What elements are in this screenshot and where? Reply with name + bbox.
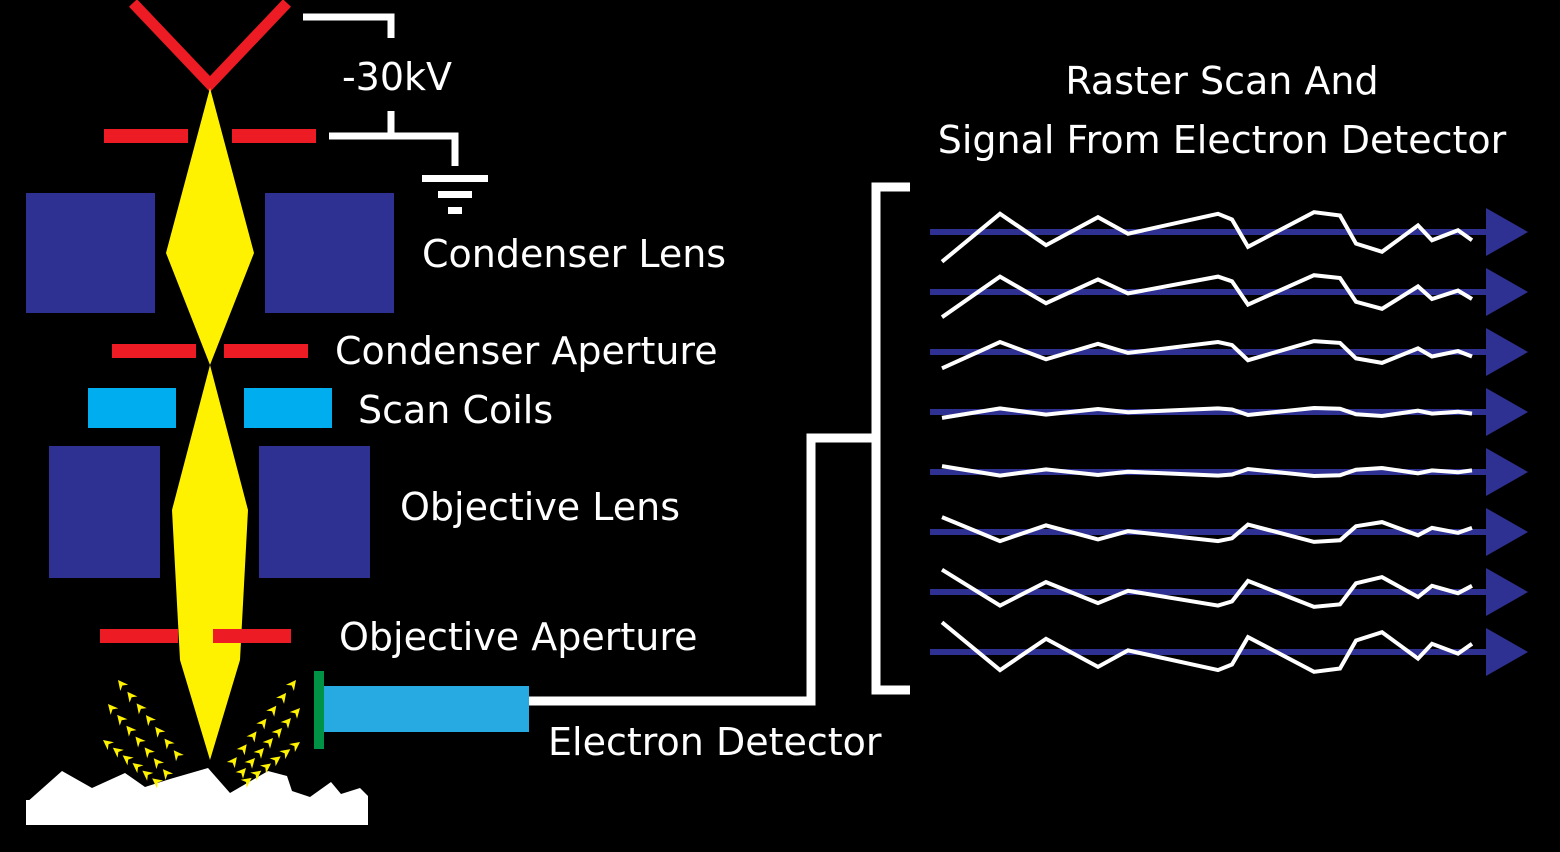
electron-arrow-icon bbox=[164, 738, 175, 750]
electron-arrow-icon bbox=[244, 758, 255, 769]
electron-arrow-icon bbox=[285, 680, 296, 691]
detector-signal-trace bbox=[940, 210, 1474, 264]
scan-coil-right bbox=[244, 388, 332, 428]
electron-arrow-icon bbox=[132, 763, 144, 774]
scan-arrow-icon bbox=[1486, 448, 1528, 496]
electron-arrow-icon bbox=[276, 692, 287, 704]
electron-gun-filament bbox=[129, 0, 291, 92]
condenser-lens-label: Condenser Lens bbox=[422, 232, 726, 276]
electron-arrow-icon bbox=[266, 705, 277, 717]
specimen-base bbox=[26, 800, 368, 825]
detector-face bbox=[314, 671, 324, 749]
anode-plate-right bbox=[232, 129, 316, 143]
electron-arrow-icon bbox=[271, 728, 282, 739]
voltage-wire-bottom bbox=[329, 132, 459, 166]
detector-signal-trace bbox=[941, 339, 1473, 371]
electron-arrow-icon bbox=[155, 726, 166, 738]
electron-arrow-icon bbox=[235, 768, 246, 779]
scan-arrow-icon bbox=[1486, 268, 1528, 316]
electron-arrow-icon bbox=[259, 763, 271, 774]
scattered-electrons bbox=[103, 680, 300, 789]
detector-signal-trace bbox=[940, 567, 1473, 609]
electron-arrow-icon bbox=[145, 715, 156, 727]
electron-arrow-icon bbox=[152, 778, 164, 789]
electron-arrow-icon bbox=[136, 703, 147, 715]
electron-arrow-icon bbox=[142, 770, 154, 781]
electron-arrow-icon bbox=[117, 714, 128, 726]
electron-arrow-icon bbox=[279, 749, 291, 760]
objective-lens-label: Objective Lens bbox=[400, 485, 680, 529]
raster-title-line1: Raster Scan And bbox=[1065, 59, 1378, 103]
electron-arrow-icon bbox=[236, 744, 247, 756]
objective-lens-right bbox=[259, 446, 370, 578]
electron-arrow-icon bbox=[126, 725, 137, 737]
electron-arrow-icon bbox=[256, 718, 267, 730]
detector-body bbox=[324, 686, 529, 732]
electron-beam-lower bbox=[172, 365, 248, 760]
condenser-aperture-right bbox=[224, 344, 308, 358]
electron-arrow-icon bbox=[262, 738, 273, 749]
electron-arrow-icon bbox=[250, 770, 262, 781]
condenser-lens-right bbox=[265, 193, 394, 313]
scan-arrow-icon bbox=[1486, 628, 1528, 676]
voltage-label: -30kV bbox=[342, 55, 452, 99]
electron-arrow-icon bbox=[127, 691, 138, 703]
electron-arrow-icon bbox=[135, 736, 146, 748]
electron-arrow-icon bbox=[289, 708, 300, 719]
electron-arrow-icon bbox=[269, 756, 281, 767]
condenser-aperture-left bbox=[112, 344, 196, 358]
objective-aperture-label: Objective Aperture bbox=[339, 615, 698, 659]
electron-arrow-icon bbox=[280, 718, 291, 729]
electron-beam-upper bbox=[166, 88, 254, 365]
condenser-aperture-label: Condenser Aperture bbox=[335, 329, 718, 373]
scan-arrow-icon bbox=[1486, 508, 1528, 556]
scan-arrow-icon bbox=[1486, 388, 1528, 436]
electron-detector-label: Electron Detector bbox=[548, 720, 882, 764]
ground-icon bbox=[422, 175, 488, 214]
scan-arrow-icon bbox=[1486, 208, 1528, 256]
objective-aperture-left bbox=[100, 629, 178, 643]
detector-signal-trace bbox=[941, 464, 1473, 479]
electron-arrow-icon bbox=[144, 747, 155, 759]
scan-arrow-icon bbox=[1486, 568, 1528, 616]
voltage-wire-top bbox=[303, 13, 395, 38]
detector-signal-trace bbox=[940, 620, 1474, 674]
electron-arrow-icon bbox=[240, 777, 252, 788]
electron-arrow-icon bbox=[288, 742, 300, 752]
electron-arrow-icon bbox=[118, 680, 129, 691]
detector-signal-trace bbox=[940, 273, 1474, 319]
raster-bracket bbox=[871, 182, 910, 695]
electron-arrow-icon bbox=[122, 755, 134, 766]
electron-arrow-icon bbox=[112, 747, 124, 758]
raster-scan-lines bbox=[930, 208, 1528, 676]
electron-arrow-icon bbox=[103, 740, 114, 751]
detector-signal-wire bbox=[529, 433, 876, 706]
electron-arrow-icon bbox=[226, 757, 237, 769]
raster-title-line2: Signal From Electron Detector bbox=[938, 118, 1507, 162]
scan-arrow-icon bbox=[1486, 328, 1528, 376]
electron-arrow-icon bbox=[108, 704, 119, 715]
electron-arrow-icon bbox=[246, 731, 257, 743]
detector-signal-trace bbox=[941, 515, 1473, 544]
scan-coil-left bbox=[88, 388, 176, 428]
anode-plate-left bbox=[104, 129, 188, 143]
scan-coils-label: Scan Coils bbox=[358, 388, 553, 432]
detector-signal-trace bbox=[941, 405, 1473, 420]
condenser-lens-left bbox=[26, 193, 155, 313]
objective-lens-left bbox=[49, 446, 160, 578]
objective-aperture-right bbox=[213, 629, 291, 643]
electron-arrow-icon bbox=[153, 758, 164, 770]
electron-arrow-icon bbox=[162, 769, 174, 781]
electron-arrow-icon bbox=[253, 748, 264, 759]
electron-arrow-icon bbox=[173, 750, 184, 762]
